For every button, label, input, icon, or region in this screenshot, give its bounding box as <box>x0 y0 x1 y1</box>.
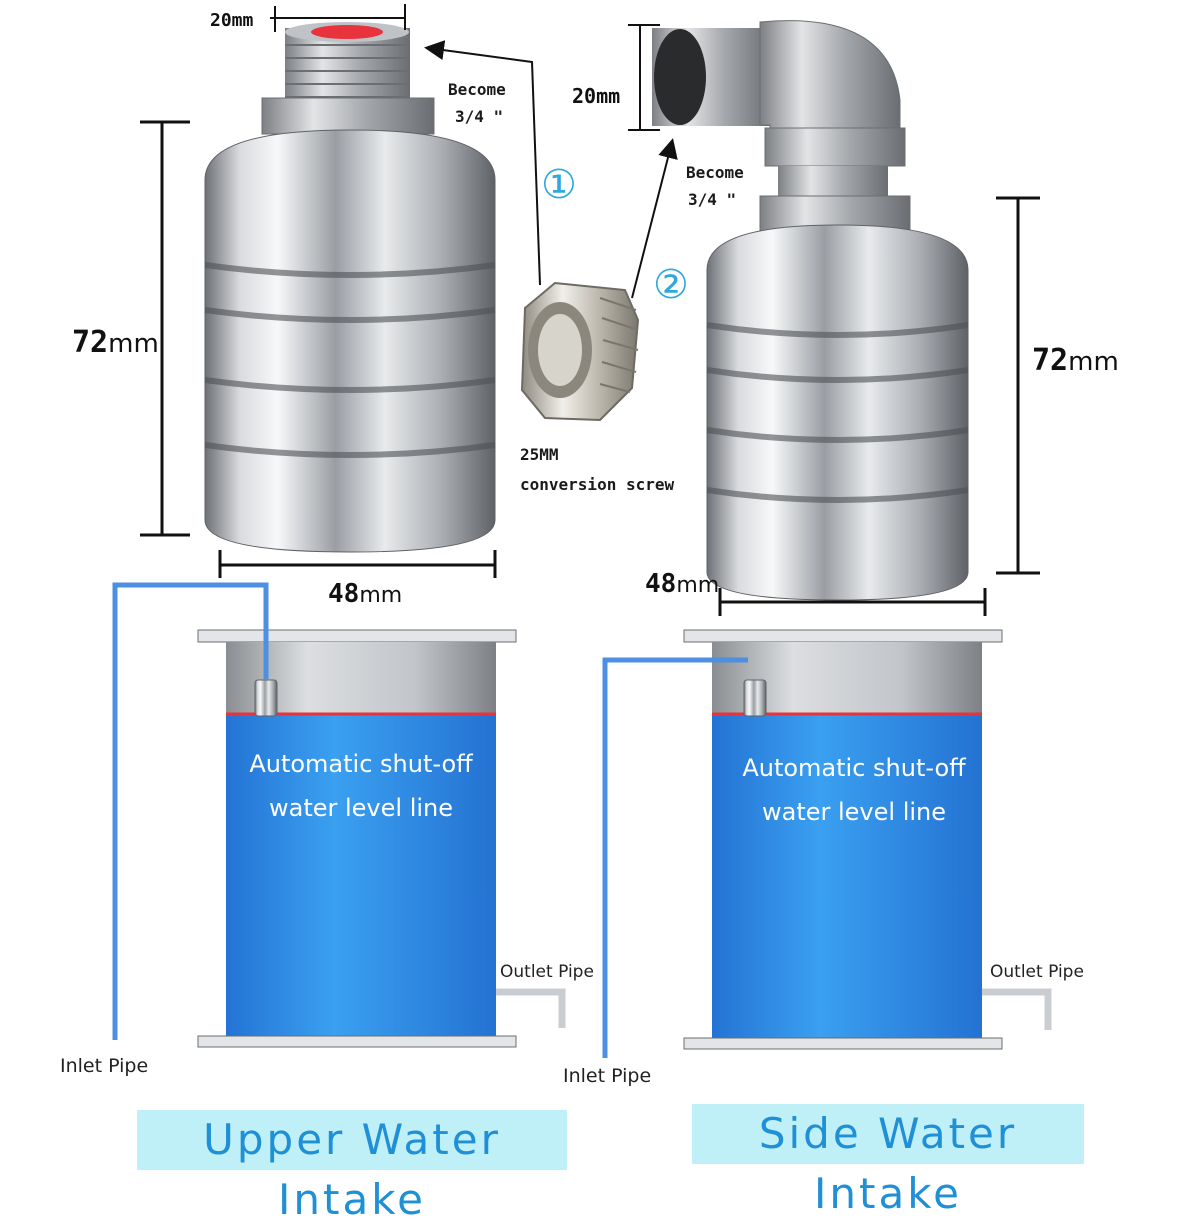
right-width-dimension: 48mm <box>645 569 987 616</box>
left-red-cap <box>311 25 383 39</box>
right-float-ball <box>652 20 969 601</box>
left-float-ball <box>204 22 496 553</box>
become-size-1: 3/4 " <box>455 107 503 126</box>
left-inlet-label: Inlet Pipe <box>60 1055 148 1077</box>
left-tank-text-1: Automatic shut-off <box>249 750 473 778</box>
step-marker-1: ① <box>541 162 577 208</box>
right-tank: Automatic shut-off water level line Outl… <box>563 629 1084 1087</box>
left-tank-water <box>226 714 496 1036</box>
right-elbow-nut <box>764 127 906 167</box>
step-marker-2: ② <box>653 262 689 308</box>
become-label-1: Become <box>448 80 506 99</box>
right-float-body <box>706 224 969 601</box>
screw-name-label: conversion screw <box>520 475 674 494</box>
diagram-canvas: 20mm 72mm 48mm Become 3/4 " ① 25MM conve… <box>60 4 1119 1087</box>
right-inlet-label: Inlet Pipe <box>563 1065 651 1087</box>
right-lower-thread <box>778 166 888 196</box>
right-tank-rim <box>683 629 1003 643</box>
arrow-2: Become 3/4 " ② <box>631 138 744 308</box>
left-body-grooves <box>204 262 496 458</box>
left-height-label: 72mm <box>72 325 159 360</box>
left-inlet-pipe <box>112 582 269 1040</box>
right-tank-float <box>743 679 767 717</box>
left-float-body <box>204 129 496 553</box>
left-tank: Automatic shut-off water level line Outl… <box>60 582 594 1077</box>
right-tank-text-1: Automatic shut-off <box>742 754 966 782</box>
right-outlet-label: Outlet Pipe <box>990 962 1084 982</box>
left-top-dimension: 20mm <box>210 4 406 32</box>
left-height-dimension: 72mm <box>72 120 190 537</box>
left-hex-nut <box>261 97 435 135</box>
right-width-label: 48mm <box>645 569 719 599</box>
right-tank-base <box>683 1037 1003 1050</box>
left-title-banner: Upper Water Intake <box>137 1110 567 1224</box>
left-tank-text-2: water level line <box>269 794 453 822</box>
left-top-width-label: 20mm <box>210 10 254 31</box>
right-title-banner: Side Water Intake <box>692 1104 1084 1218</box>
right-elbow-opening <box>654 29 706 125</box>
conversion-screw: 25MM conversion screw <box>520 281 674 494</box>
left-outlet-label: Outlet Pipe <box>500 962 594 982</box>
right-height-dimension: 72mm <box>996 196 1119 575</box>
right-tank-text-2: water level line <box>762 798 946 826</box>
right-body-grooves <box>706 322 969 503</box>
left-thread-lines <box>285 44 410 98</box>
arrow-1: Become 3/4 " ① <box>424 40 577 286</box>
left-width-dimension: 48mm <box>218 550 497 609</box>
screw-size-label: 25MM <box>520 445 559 464</box>
right-height-label: 72mm <box>1032 343 1119 378</box>
left-tank-base <box>197 1035 517 1048</box>
become-size-2: 3/4 " <box>688 190 736 209</box>
right-top-dimension: 20mm <box>572 24 660 131</box>
left-tank-rim <box>197 629 517 643</box>
right-outlet-pipe <box>982 988 1052 1030</box>
right-inlet-pipe <box>602 657 748 1058</box>
left-width-label: 48mm <box>328 579 402 609</box>
become-label-2: Become <box>686 163 744 182</box>
left-outlet-pipe <box>496 988 566 1028</box>
right-tank-water <box>712 714 982 1038</box>
right-top-width-label: 20mm <box>572 84 620 108</box>
left-tank-float <box>254 679 278 717</box>
